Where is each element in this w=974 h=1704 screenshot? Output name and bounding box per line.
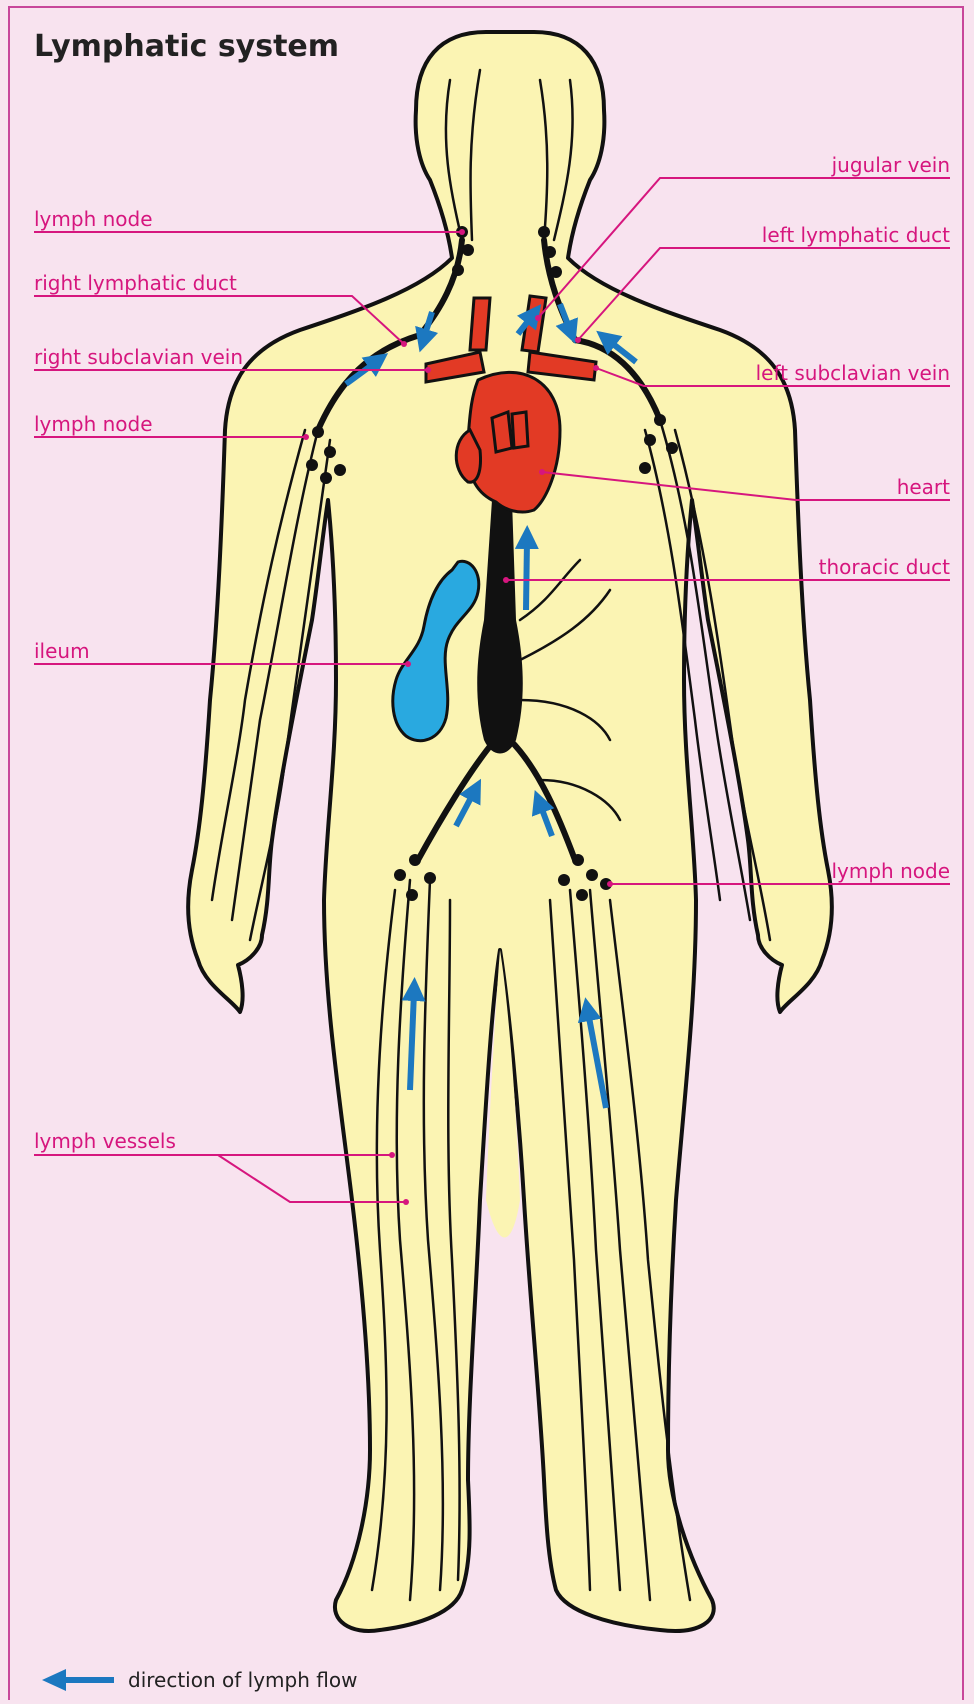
lymph-node: [572, 854, 584, 866]
lymph-node: [639, 462, 651, 474]
flow-arrow: [526, 540, 527, 610]
leader-dot: [539, 469, 545, 475]
lymph-node: [644, 434, 656, 446]
lymph-node: [320, 472, 332, 484]
body-outline: [188, 32, 832, 1631]
diagram-title: Lymphatic system: [34, 29, 339, 64]
label-ileum: ileum: [34, 639, 90, 663]
label-right-lymphatic-duct: right lymphatic duct: [34, 271, 237, 295]
jugular-vein-right: [470, 298, 490, 350]
aorta-vessel: [512, 412, 528, 448]
leader-dot: [535, 315, 541, 321]
left-arrow-icon: [42, 1669, 114, 1691]
leader-dot: [459, 229, 465, 235]
leader-dot: [303, 434, 309, 440]
lymph-node: [409, 854, 421, 866]
label-right-subclavian-vein: right subclavian vein: [34, 345, 243, 369]
flow-arrow: [410, 992, 414, 1090]
leader-dot: [575, 337, 581, 343]
lymph-node: [654, 414, 666, 426]
lymph-node: [306, 459, 318, 471]
leader-dot: [403, 1199, 409, 1205]
lymph-node: [312, 426, 324, 438]
aorta-vessel: [492, 412, 512, 452]
label-lymph-node-groin: lymph node: [831, 859, 950, 883]
label-thoracic-duct: thoracic duct: [819, 555, 951, 579]
leader-dot: [607, 881, 613, 887]
lymph-node: [406, 889, 418, 901]
lymph-node: [576, 889, 588, 901]
label-jugular-vein: jugular vein: [831, 153, 950, 177]
leader-dot: [389, 1152, 395, 1158]
lymph-node: [334, 464, 346, 476]
lymph-node: [452, 264, 464, 276]
leader-dot: [425, 367, 431, 373]
lymph-node: [544, 246, 556, 258]
label-left-lymphatic-duct: left lymphatic duct: [762, 223, 950, 247]
leader-dot: [405, 661, 411, 667]
legend: direction of lymph flow: [42, 1668, 357, 1692]
label-heart: heart: [897, 475, 950, 499]
body-silhouette: [188, 32, 832, 1631]
label-lymph-vessels: lymph vessels: [34, 1129, 176, 1153]
lymph-node: [558, 874, 570, 886]
label-lymph-node-armpit: lymph node: [34, 412, 153, 436]
lymph-node: [394, 869, 406, 881]
leader-dot: [401, 341, 407, 347]
lymph-node: [666, 442, 678, 454]
lymph-node: [586, 869, 598, 881]
label-left-subclavian-vein: left subclavian vein: [756, 361, 950, 385]
leader-dot: [593, 365, 599, 371]
leader-dot: [503, 577, 509, 583]
lymph-node: [550, 266, 562, 278]
label-lymph-node-neck: lymph node: [34, 207, 153, 231]
lymph-node: [424, 872, 436, 884]
lymph-node: [538, 226, 550, 238]
lymph-node: [462, 244, 474, 256]
lymph-node: [324, 446, 336, 458]
legend-label: direction of lymph flow: [128, 1668, 357, 1692]
